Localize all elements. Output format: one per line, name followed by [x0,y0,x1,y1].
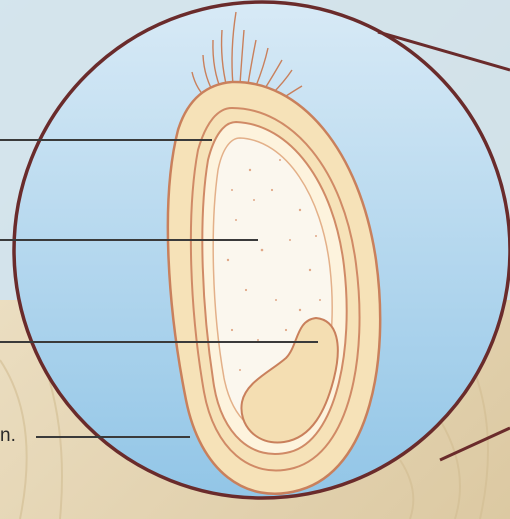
label-fragment: n. [0,425,16,447]
